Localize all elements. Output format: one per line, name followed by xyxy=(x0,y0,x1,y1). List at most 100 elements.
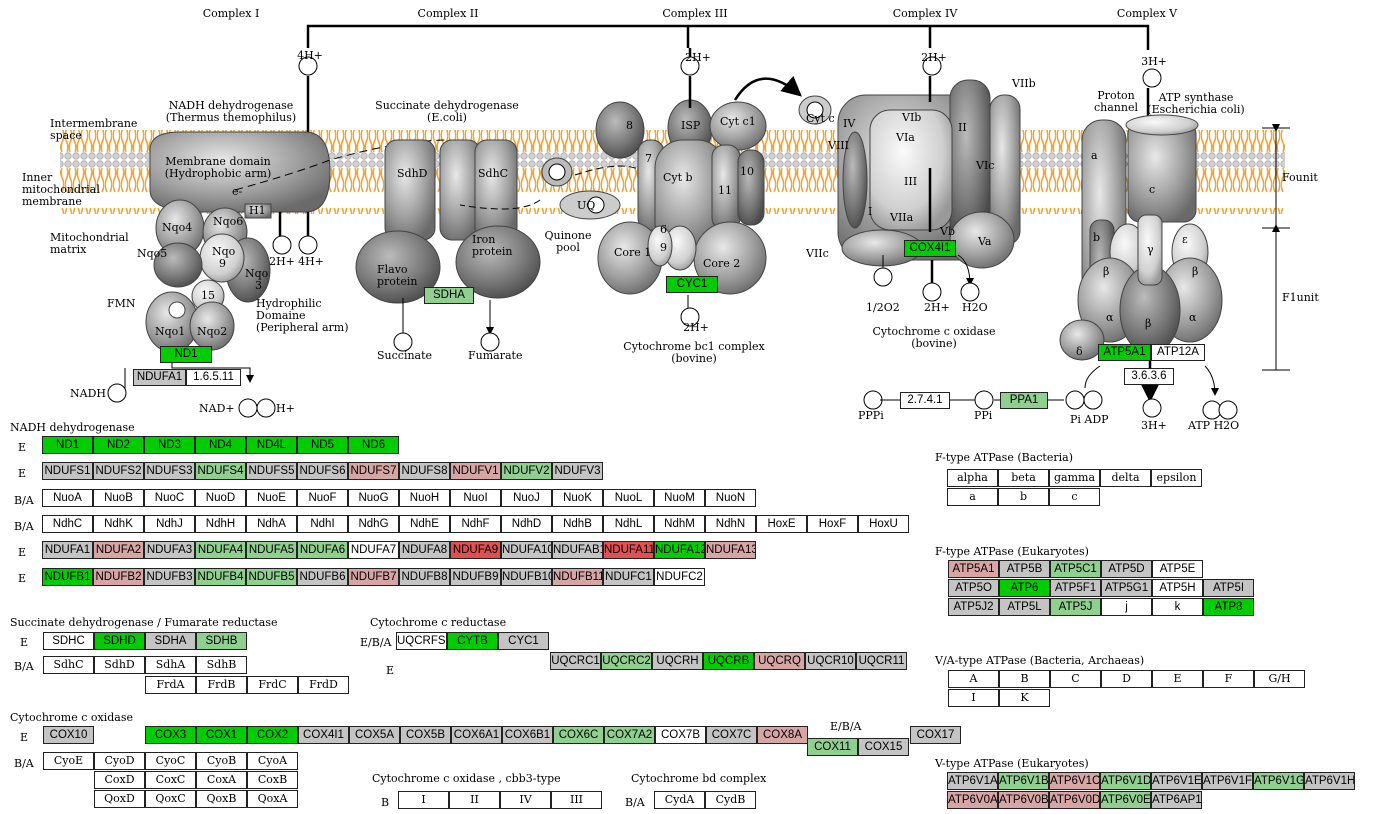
gene-box[interactable]: epsilon xyxy=(1151,469,1202,487)
gene-box[interactable]: ND5 xyxy=(297,436,348,454)
gene-box[interactable]: NuoL xyxy=(603,489,654,507)
gene-box[interactable]: SdhA xyxy=(145,656,196,674)
gene-box[interactable]: HoxU xyxy=(858,515,909,533)
gene-ppa1[interactable]: PPA1 xyxy=(1000,392,1048,409)
gene-box[interactable]: NDUFA3 xyxy=(144,541,195,559)
gene-box[interactable]: QoxC xyxy=(145,790,196,808)
gene-box[interactable]: CYC1 xyxy=(498,632,549,650)
gene-box[interactable]: CoxD xyxy=(94,771,145,789)
gene-box[interactable]: ATP6V1G1 xyxy=(1253,772,1304,790)
gene-atp12a[interactable]: ATP12A xyxy=(1151,344,1205,361)
gene-box[interactable]: ND4 xyxy=(195,436,246,454)
gene-box[interactable]: NDUFB4 xyxy=(195,568,246,586)
gene-box[interactable]: NDUFS7 xyxy=(348,462,399,480)
gene-box[interactable]: NdhE xyxy=(399,515,450,533)
gene-box[interactable]: CyoC xyxy=(145,752,196,770)
gene-box[interactable]: III xyxy=(551,791,602,809)
gene-box[interactable]: SdhC xyxy=(43,656,94,674)
gene-box[interactable]: UQCRH xyxy=(652,652,703,670)
gene-box[interactable]: beta xyxy=(998,469,1049,487)
gene-box[interactable]: NDUFS6 xyxy=(297,462,348,480)
gene-box[interactable]: ND3 xyxy=(144,436,195,454)
gene-box[interactable]: NuoA xyxy=(42,489,93,507)
gene-box[interactable]: SDHA xyxy=(145,632,196,650)
gene-box[interactable]: NuoB xyxy=(93,489,144,507)
gene-box[interactable]: B xyxy=(999,670,1050,688)
gene-box[interactable]: SDHD xyxy=(94,632,145,650)
gene-box[interactable]: I xyxy=(948,689,999,707)
gene-box[interactable]: SdhD xyxy=(94,656,145,674)
gene-box[interactable]: ATP5A1 xyxy=(948,560,999,578)
gene-nd1[interactable]: ND1 xyxy=(160,346,212,363)
gene-box[interactable]: ATP8 xyxy=(1203,598,1254,616)
gene-box[interactable]: NDUFC2 xyxy=(654,568,705,586)
gene-box[interactable]: FrdA xyxy=(145,676,196,694)
gene-box[interactable]: COX4I1 xyxy=(298,726,349,744)
gene-box[interactable]: CyoB xyxy=(196,752,247,770)
gene-box[interactable]: NuoK xyxy=(552,489,603,507)
gene-box[interactable]: NuoI xyxy=(450,489,501,507)
gene-box[interactable]: ATP5I xyxy=(1203,579,1254,597)
gene-box[interactable]: COX1 xyxy=(196,726,247,744)
gene-box[interactable]: NdhI xyxy=(297,515,348,533)
gene-box[interactable]: COX2 xyxy=(247,726,298,744)
gene-box[interactable]: ATP6V1A xyxy=(947,772,998,790)
gene-box[interactable]: COX10 xyxy=(43,726,94,744)
gene-box[interactable]: ATP6V0E1 xyxy=(1100,791,1151,809)
gene-box[interactable]: NDUFA5 xyxy=(246,541,297,559)
gene-box[interactable]: UQCRQ xyxy=(754,652,805,670)
gene-box[interactable]: ND6 xyxy=(348,436,399,454)
gene-box[interactable]: COX6C xyxy=(553,726,604,744)
gene-box[interactable]: gamma xyxy=(1049,469,1100,487)
gene-box[interactable]: NDUFB6 xyxy=(297,568,348,586)
gene-box[interactable]: NDUFB1 xyxy=(42,568,93,586)
gene-box[interactable]: UQCRC1 xyxy=(550,652,601,670)
gene-box[interactable]: NDUFB8 xyxy=(399,568,450,586)
gene-box[interactable]: NdhD xyxy=(501,515,552,533)
gene-box[interactable]: ATP5J2 xyxy=(948,598,999,616)
gene-box[interactable]: NDUFA8 xyxy=(399,541,450,559)
gene-box[interactable]: NdhN xyxy=(705,515,756,533)
gene-box[interactable]: b xyxy=(998,488,1049,506)
gene-box[interactable]: C xyxy=(1050,670,1101,688)
gene-box[interactable]: E xyxy=(1152,670,1203,688)
gene-box[interactable]: II xyxy=(449,791,500,809)
gene-box[interactable]: CyoD xyxy=(94,752,145,770)
gene-atp5a1[interactable]: ATP5A1 xyxy=(1098,344,1151,361)
gene-box[interactable]: NDUFS1 xyxy=(42,462,93,480)
gene-box[interactable]: NdhF xyxy=(450,515,501,533)
gene-box[interactable]: CyoE xyxy=(43,752,94,770)
gene-box[interactable]: ATP6V1F xyxy=(1202,772,1253,790)
gene-box[interactable]: NuoC xyxy=(144,489,195,507)
gene-ndufa1[interactable]: NDUFA1 xyxy=(133,369,186,386)
gene-box[interactable]: SdhB xyxy=(196,656,247,674)
gene-box[interactable]: delta xyxy=(1100,469,1151,487)
gene-box[interactable]: NuoJ xyxy=(501,489,552,507)
gene-box[interactable]: ATP6V1E1 xyxy=(1151,772,1202,790)
gene-box[interactable]: HoxF xyxy=(807,515,858,533)
gene-box[interactable]: F xyxy=(1203,670,1254,688)
gene-cox4i1[interactable]: COX4I1 xyxy=(904,240,956,257)
gene-box[interactable]: SDHB xyxy=(196,632,247,650)
gene-box[interactable]: QoxA xyxy=(247,790,298,808)
gene-box[interactable]: UQCRC2 xyxy=(601,652,652,670)
gene-box[interactable]: ATP6V0A1 xyxy=(947,791,998,809)
gene-box[interactable]: A xyxy=(948,670,999,688)
gene-box[interactable]: CoxB xyxy=(247,771,298,789)
gene-box[interactable]: NDUFB10 xyxy=(501,568,552,586)
gene-box[interactable]: IV xyxy=(500,791,551,809)
gene-box[interactable]: UQCR11 xyxy=(856,652,907,670)
gene-box[interactable]: COX17 xyxy=(910,726,961,744)
gene-box[interactable]: NDUFB5 xyxy=(246,568,297,586)
gene-box[interactable]: COX15 xyxy=(858,738,909,756)
gene-box[interactable]: NDUFA2 xyxy=(93,541,144,559)
gene-box[interactable]: alpha xyxy=(947,469,998,487)
gene-box[interactable]: CYTB xyxy=(447,632,498,650)
gene-box[interactable]: NDUFA4 xyxy=(195,541,246,559)
gene-box[interactable]: NdhB xyxy=(552,515,603,533)
gene-box[interactable]: NDUFS5 xyxy=(246,462,297,480)
gene-box[interactable]: a xyxy=(947,488,998,506)
gene-box[interactable]: NDUFA11 xyxy=(603,541,654,559)
gene-box[interactable]: NDUFA6 xyxy=(297,541,348,559)
gene-box[interactable]: NdhJ xyxy=(144,515,195,533)
